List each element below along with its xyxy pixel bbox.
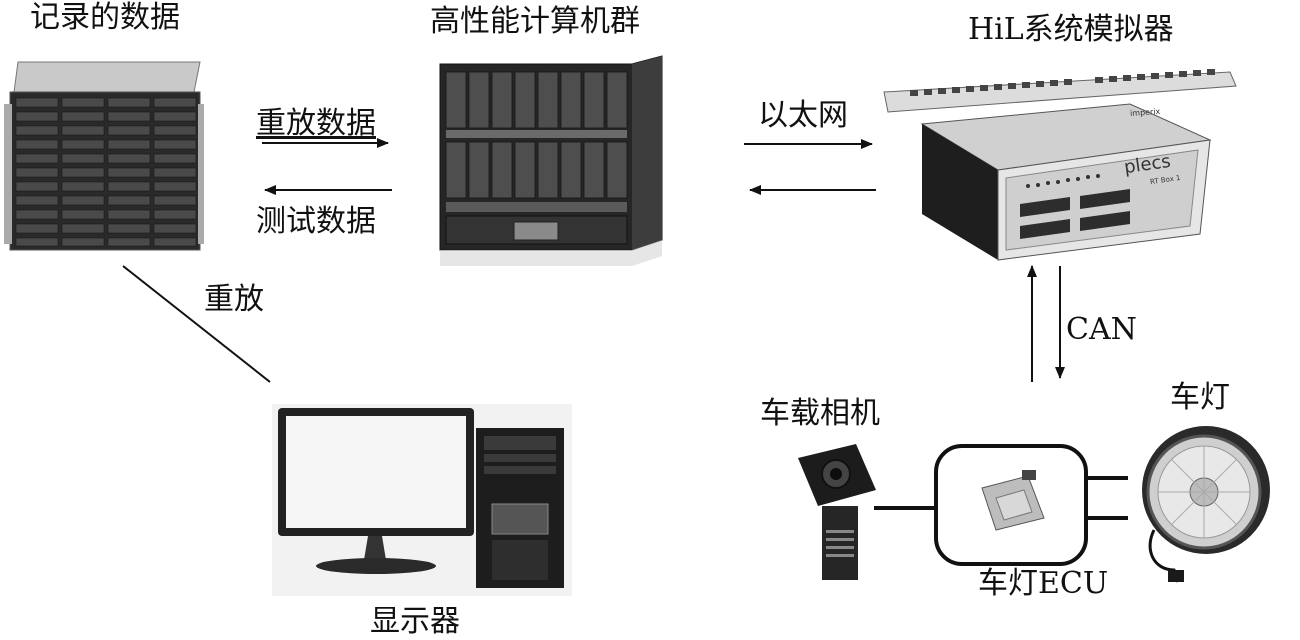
hil-simulator-device: imperix plecs RT Box 1 [880, 64, 1240, 264]
vehicle-camera-icon [792, 440, 882, 590]
ecu-module-icon [972, 468, 1052, 538]
storage-server-icon [4, 52, 204, 252]
headlamp-ecu-box [934, 444, 1088, 566]
replay-line [123, 266, 270, 382]
hpc-cluster-icon [436, 50, 666, 280]
desktop-pc-icon [272, 400, 572, 600]
headlamp-icon [1134, 420, 1294, 590]
hil-simulator-icon [880, 64, 1240, 264]
